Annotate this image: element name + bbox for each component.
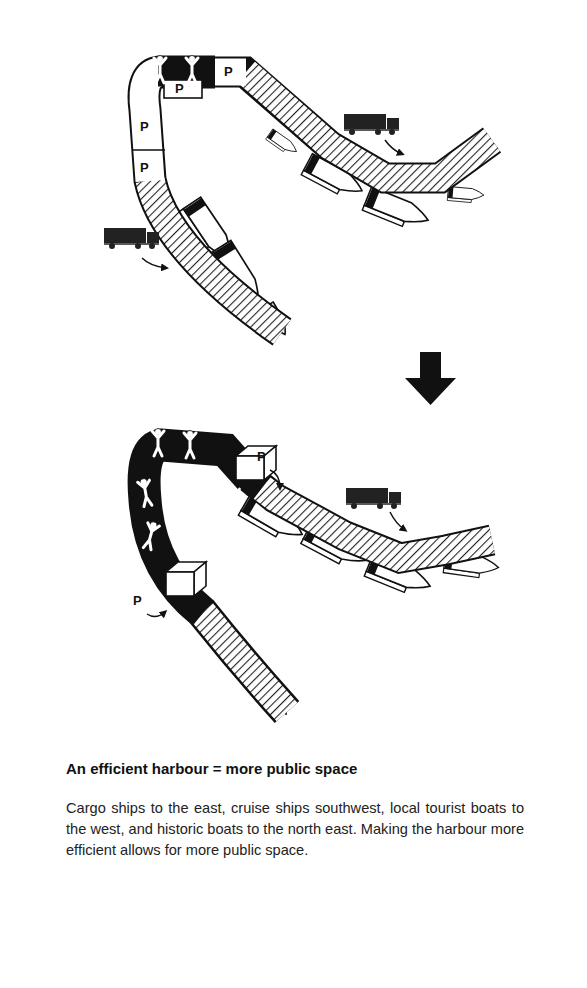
- transition-arrow: [405, 352, 456, 405]
- truck-arrow: [390, 512, 405, 530]
- parking-divider: [132, 149, 165, 151]
- truck: [104, 228, 159, 249]
- truck-arrow: [385, 140, 402, 154]
- quay-outline: [144, 72, 282, 332]
- hatched-quay: [262, 488, 492, 558]
- parking-arrow: [270, 470, 280, 488]
- quay-outline: [215, 72, 492, 178]
- person-figure: [154, 56, 166, 84]
- person-figure: [152, 429, 164, 457]
- truck: [344, 114, 399, 135]
- hatched-quay: [150, 180, 282, 332]
- diagram-title: An efficient harbour = more public space: [66, 760, 357, 777]
- truck: [346, 488, 401, 509]
- cargo-ship: [362, 187, 432, 235]
- truck-arrow: [142, 258, 166, 268]
- quay-outline: [250, 478, 492, 558]
- parking-building: [166, 562, 206, 596]
- parking-building: [236, 446, 276, 480]
- person-figure: [184, 431, 196, 459]
- parking-area: [214, 59, 246, 86]
- harbour-after: [137, 429, 499, 719]
- parking-label: P: [175, 82, 184, 96]
- parking-label: P: [133, 594, 142, 608]
- person-figure: [141, 521, 160, 551]
- parking-arrow: [147, 612, 165, 617]
- parking-label: P: [140, 161, 149, 175]
- hatched-quay: [202, 612, 287, 712]
- diagram-caption: Cargo ships to the east, cruise ships so…: [66, 798, 524, 861]
- parking-label: P: [140, 120, 149, 134]
- person-figure: [137, 478, 154, 507]
- hatched-quay: [246, 72, 492, 178]
- parking-label: P: [224, 65, 233, 79]
- harbour-before: [104, 56, 492, 339]
- person-figure: [186, 56, 198, 84]
- parking-label: P: [257, 450, 266, 464]
- small-boat: [447, 187, 484, 204]
